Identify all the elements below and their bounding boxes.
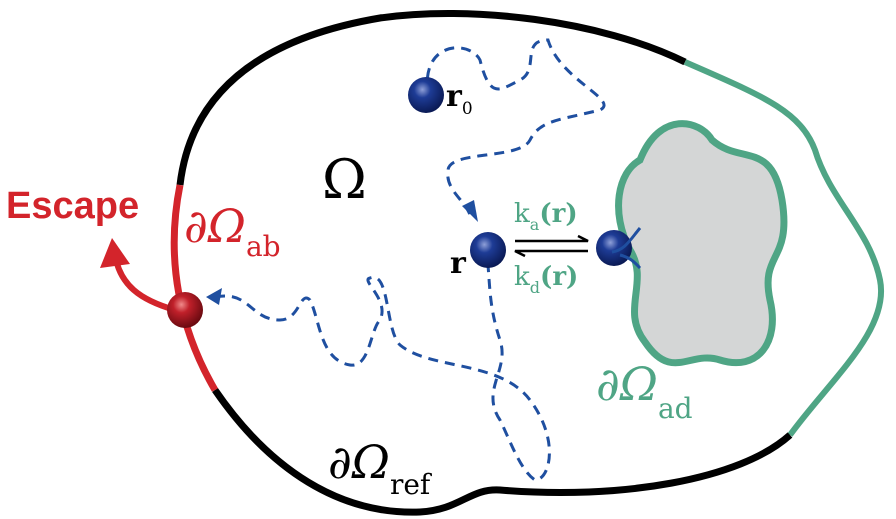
reflecting-boundary-bottom <box>212 388 793 516</box>
escaping-particle <box>167 292 203 328</box>
escape-label: Escape <box>6 185 139 227</box>
adsorbing-outer-boundary <box>683 59 885 437</box>
reflecting-boundary-top <box>176 9 687 186</box>
escape-arrowhead-icon <box>100 238 130 268</box>
r-label: r <box>450 246 467 281</box>
boundary-ref-label: ∂Ωref <box>328 435 433 501</box>
ka-label: ka(r) <box>514 199 578 234</box>
particle-r0 <box>408 77 444 113</box>
adsorbed-tether <box>611 227 642 270</box>
backward-reaction-arrow <box>514 249 588 258</box>
omega-label: Ω <box>322 148 367 211</box>
boundary-ab-label: ∂Ωab <box>184 199 281 263</box>
forward-reaction-arrow <box>515 234 589 243</box>
adsorbing-target <box>615 120 788 367</box>
kd-label: kd(r) <box>514 262 578 297</box>
particle-adsorbed <box>596 230 632 266</box>
arrowhead-icon <box>206 288 222 305</box>
random-walk-paths <box>214 38 606 482</box>
arrowhead-icon <box>462 200 478 222</box>
r0-label: r0 <box>446 79 473 119</box>
particle-r <box>470 232 506 268</box>
boundary-ad-label: ∂Ωad <box>596 357 693 425</box>
